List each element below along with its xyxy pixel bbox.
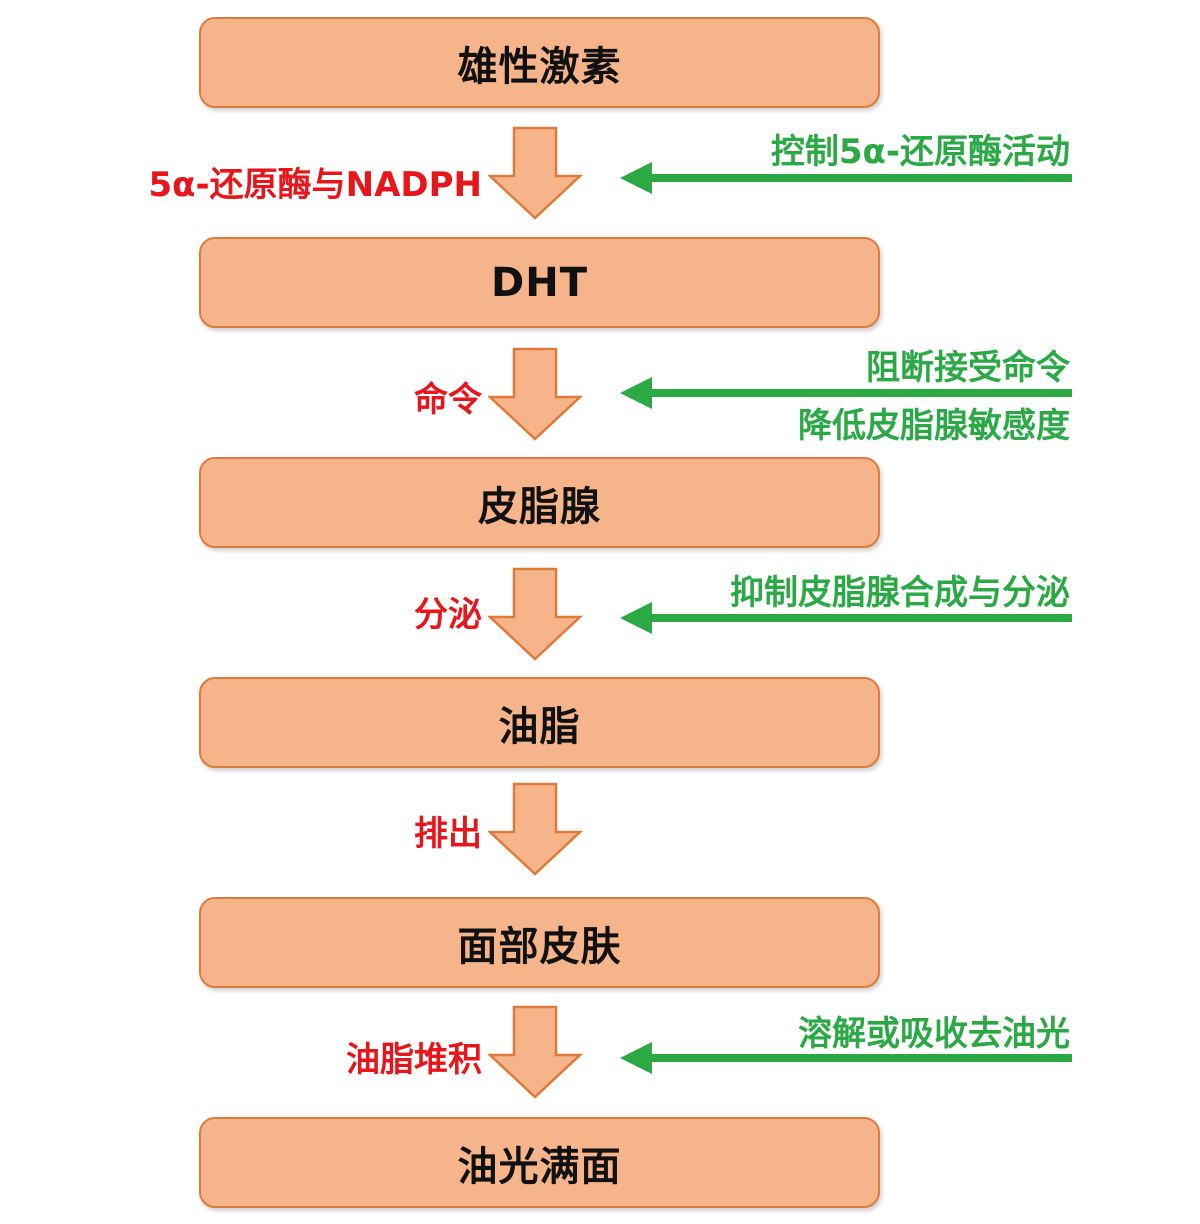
stage-label: DHT — [491, 259, 588, 306]
down-arrow-icon — [488, 1005, 584, 1099]
stage-box-oily-face: 油光满面 — [199, 1117, 880, 1208]
intervention-label: 控制5α-还原酶活动 — [770, 132, 1070, 172]
intervention-label: 降低皮脂腺敏感度 — [798, 406, 1070, 446]
stage-box-sebum: 油脂 — [199, 677, 880, 768]
stage-label: 面部皮肤 — [457, 923, 622, 970]
down-arrow-icon — [488, 567, 584, 661]
stage-box-dht: DHT — [199, 237, 880, 328]
left-arrow-icon — [620, 162, 1072, 194]
transition-label: 命令 — [414, 380, 482, 420]
transition-label: 排出 — [414, 814, 482, 854]
intervention-label: 阻断接受命令 — [866, 348, 1070, 388]
down-arrow-icon — [488, 347, 584, 441]
down-arrow-icon — [488, 126, 584, 220]
stage-box-sebaceous-gland: 皮脂腺 — [199, 457, 880, 548]
stage-label: 油光满面 — [457, 1143, 622, 1190]
left-arrow-icon — [620, 602, 1072, 634]
stage-box-androgen: 雄性激素 — [199, 17, 880, 108]
transition-label: 5α-还原酶与NADPH — [148, 165, 483, 205]
intervention-label: 溶解或吸收去油光 — [798, 1014, 1070, 1054]
intervention-label: 抑制皮脂腺合成与分泌 — [730, 573, 1070, 613]
stage-label: 油脂 — [498, 703, 581, 750]
transition-label: 分泌 — [414, 595, 482, 635]
stage-label: 皮脂腺 — [478, 483, 601, 530]
stage-label: 雄性激素 — [457, 43, 622, 90]
transition-label: 油脂堆积 — [346, 1040, 482, 1080]
left-arrow-icon — [620, 377, 1072, 409]
stage-box-facial-skin: 面部皮肤 — [199, 897, 880, 988]
left-arrow-icon — [620, 1042, 1072, 1074]
down-arrow-icon — [488, 782, 584, 876]
